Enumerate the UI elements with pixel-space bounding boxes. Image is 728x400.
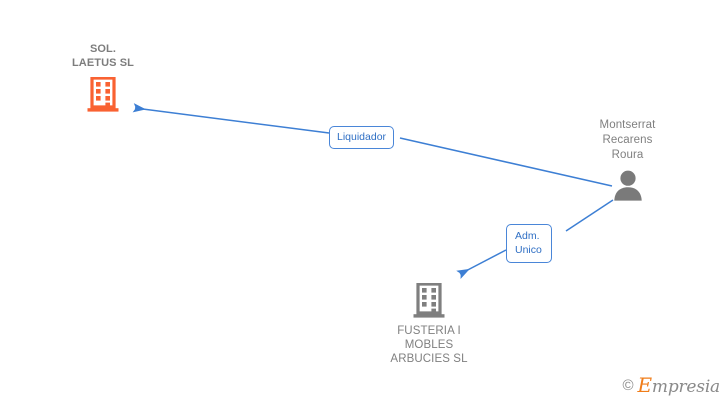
node-person-label-line2: Recarens xyxy=(602,134,653,146)
edge-liquidador xyxy=(132,103,613,187)
node-person-label-line1: Montserrat xyxy=(599,119,656,131)
node-sol-laetus-label: SOL. LAETUS SL xyxy=(38,42,168,70)
node-sol-laetus[interactable]: SOL. LAETUS SL xyxy=(38,42,168,113)
node-fusteria-label-line2: MOBLES xyxy=(404,339,454,351)
node-sol-laetus-icon-wrap xyxy=(38,77,168,113)
watermark-brand-initial: E xyxy=(637,373,653,397)
edge-label-adm-unico[interactable]: Adm. Unico xyxy=(506,224,552,263)
edge-label-adm-unico-line2: Unico xyxy=(515,244,542,256)
node-fusteria-label: FUSTERIA I MOBLES ARBUCIES SL xyxy=(364,324,494,366)
edge-label-liquidador[interactable]: Liquidador xyxy=(329,126,395,149)
node-sol-laetus-label-line1: SOL. xyxy=(89,43,117,55)
node-sol-laetus-label-line2: LAETUS SL xyxy=(71,57,134,69)
node-person-label: Montserrat Recarens Roura xyxy=(565,118,690,163)
copyright-icon: © xyxy=(622,377,634,394)
node-fusteria-label-line3: ARBUCIES SL xyxy=(390,353,468,365)
person-icon xyxy=(613,170,642,201)
node-fusteria-icon-wrap xyxy=(364,283,494,319)
edge-label-adm-unico-line1: Adm. xyxy=(515,230,540,242)
node-person-label-line3: Roura xyxy=(611,149,644,161)
node-fusteria-i-mobles-arbucies[interactable]: FUSTERIA I MOBLES ARBUCIES SL xyxy=(364,283,494,366)
node-person-icon-wrap xyxy=(565,169,690,201)
edge-adm-unico xyxy=(456,199,614,279)
watermark-brand-text: Empresia xyxy=(638,375,721,396)
building-icon xyxy=(413,283,445,318)
edge-label-liquidador-text: Liquidador xyxy=(337,131,387,143)
watermark-empresia: © Empresia xyxy=(622,375,720,396)
watermark-brand-rest: mpresia xyxy=(651,377,720,397)
node-fusteria-label-line1: FUSTERIA I xyxy=(397,325,461,337)
building-icon xyxy=(87,77,119,112)
node-montserrat-recarens-roura[interactable]: Montserrat Recarens Roura xyxy=(565,118,690,201)
